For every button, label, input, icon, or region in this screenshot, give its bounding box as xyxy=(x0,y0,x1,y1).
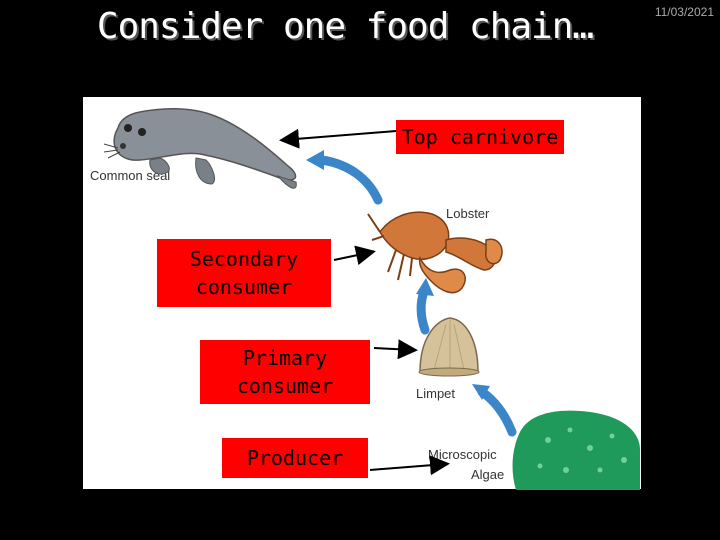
algae-label-line2: Algae xyxy=(471,467,505,482)
slide-date: 11/03/2021 xyxy=(654,5,714,19)
primary-consumer-label: Primary consumer xyxy=(200,340,370,404)
lobster-label: Lobster xyxy=(446,206,490,221)
limpet-label: Limpet xyxy=(416,386,456,401)
top-carnivore-label: Top carnivore xyxy=(396,120,564,154)
slide-title: Consider one food chain… xyxy=(96,6,594,47)
seal-label: Common seal xyxy=(90,168,171,183)
algae-label-line1: Microscopic xyxy=(428,447,497,462)
secondary-consumer-label: Secondary consumer xyxy=(157,239,331,307)
producer-label: Producer xyxy=(222,438,368,478)
